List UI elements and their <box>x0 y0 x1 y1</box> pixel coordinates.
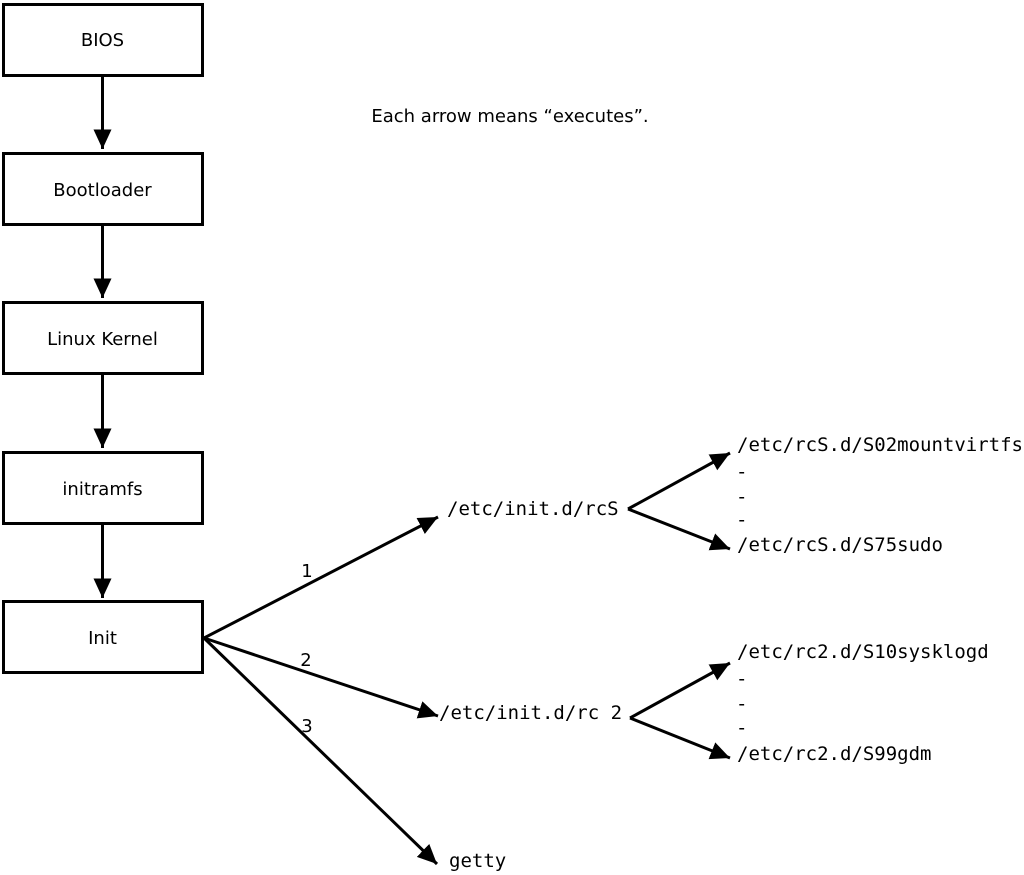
rcs-script-last: /etc/rcS.d/S75sudo <box>737 534 943 556</box>
branch-rc2: /etc/init.d/rc 2 /etc/rc2.d/S10sysklogd … <box>439 641 989 765</box>
rc2-ellipsis-2: - <box>736 693 747 715</box>
init-fanout-arrows: 1 2 3 <box>202 515 439 866</box>
branch-number-1: 1 <box>301 561 312 582</box>
rc2-script-last: /etc/rc2.d/S99gdm <box>737 743 931 765</box>
box-bios-label: BIOS <box>81 30 124 51</box>
arrow-init-to-getty <box>202 636 439 866</box>
arrow-rc2-to-last-script <box>629 716 731 760</box>
box-linux-kernel <box>2 301 204 375</box>
rc2-ellipsis-1: - <box>736 668 747 690</box>
rcs-script-first: /etc/rcS.d/S02mountvirtfs <box>737 434 1023 456</box>
arrow-rcs-to-last-script <box>627 507 731 551</box>
arrow-rc2-to-first-script <box>629 661 731 720</box>
target-rc2: /etc/init.d/rc 2 <box>439 702 622 724</box>
rc2-script-first: /etc/rc2.d/S10sysklogd <box>737 641 989 663</box>
chain-boxes: BIOS Bootloader Linux Kernel initramfs I… <box>2 3 204 674</box>
box-bios <box>2 3 204 77</box>
branch-getty: getty <box>449 850 506 872</box>
target-rcs: /etc/init.d/rcS <box>447 498 619 520</box>
rcs-ellipsis-3: - <box>736 509 747 531</box>
box-bootloader <box>2 152 204 226</box>
legend-note: Each arrow means “executes”. <box>371 106 648 127</box>
rcs-ellipsis-1: - <box>736 461 747 483</box>
arrow-init-to-rcs <box>203 515 439 640</box>
rc2-ellipsis-3: - <box>736 717 747 739</box>
arrow-rcs-to-first-script <box>627 451 731 511</box>
branch-number-3: 3 <box>301 716 312 737</box>
box-initramfs <box>2 451 204 525</box>
arrow-init-to-rc2 <box>203 636 439 719</box>
box-initramfs-label: initramfs <box>62 479 142 500</box>
box-bootloader-label: Bootloader <box>53 180 152 201</box>
box-init <box>2 600 204 674</box>
branch-rcs: /etc/init.d/rcS /etc/rcS.d/S02mountvirtf… <box>447 434 1023 556</box>
box-init-label: Init <box>88 628 117 649</box>
box-linux-kernel-label: Linux Kernel <box>47 329 158 350</box>
rcs-ellipsis-2: - <box>736 486 747 508</box>
target-getty: getty <box>449 850 506 872</box>
branch-number-2: 2 <box>300 650 311 671</box>
